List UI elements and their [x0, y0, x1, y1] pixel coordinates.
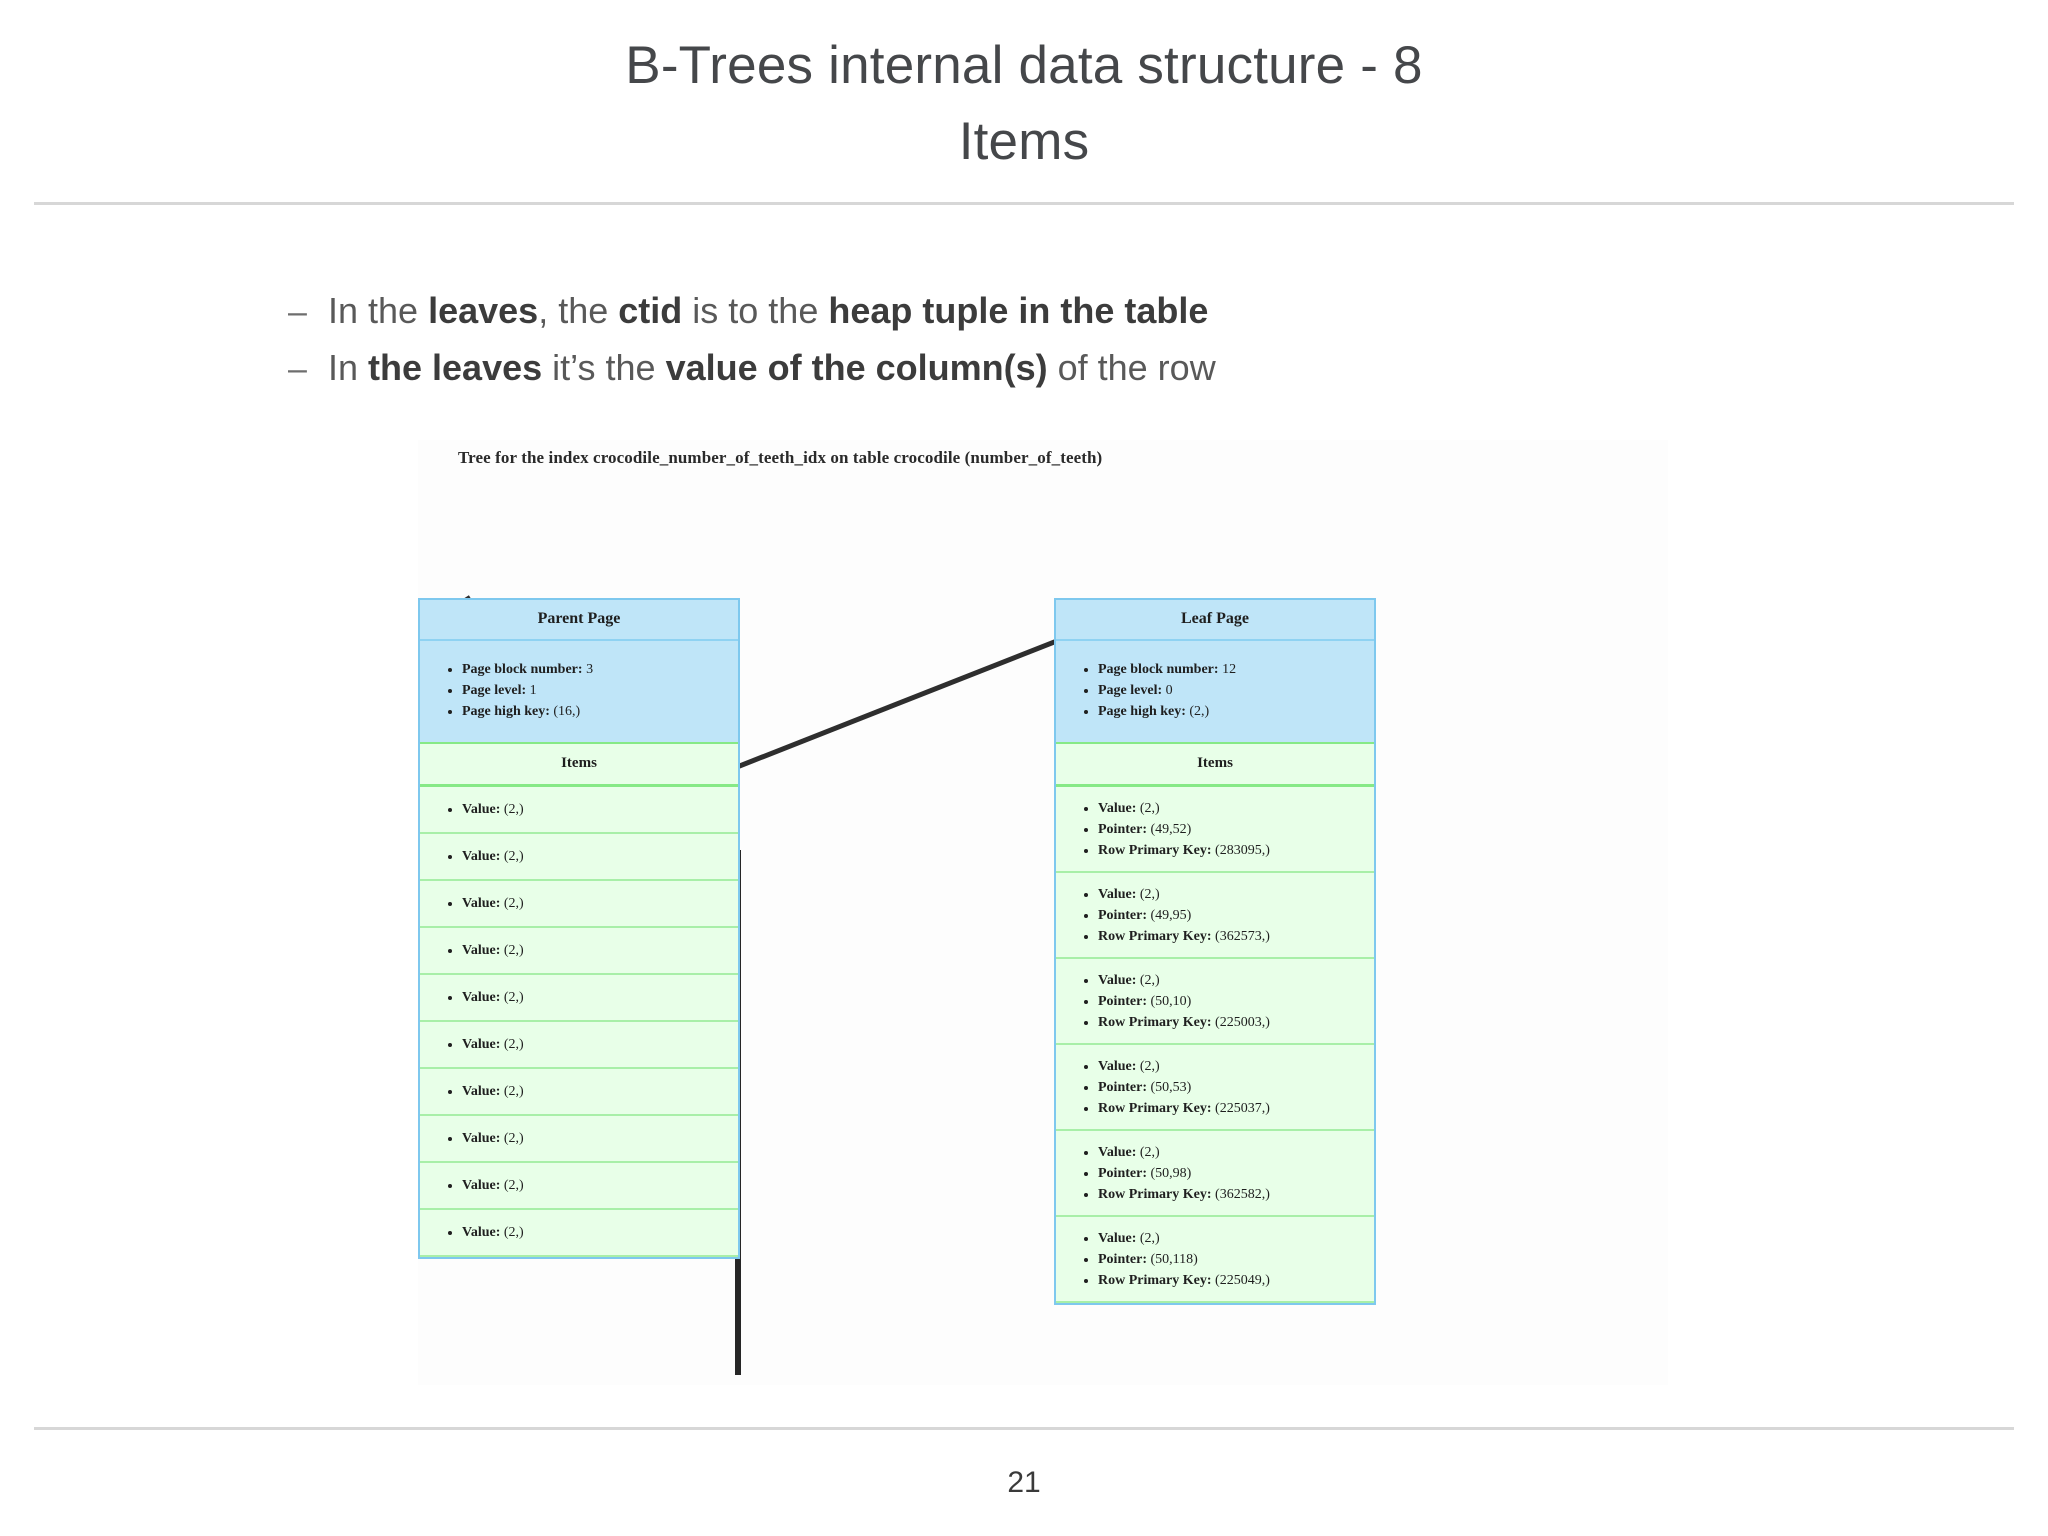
leaf-page-item-fields: Value: (2,)Pointer: (50,53)Row Primary K… — [1056, 1056, 1374, 1119]
leaf-page-item-row: Value: (2,)Pointer: (49,95)Row Primary K… — [1056, 873, 1374, 959]
leaf-items-list: Value: (2,)Pointer: (49,52)Row Primary K… — [1056, 787, 1374, 1303]
parent-page-item-row: Value: (2,) — [420, 1163, 738, 1210]
leaf-items-header: Items — [1056, 742, 1374, 787]
parent-items-header: Items — [420, 742, 738, 787]
leaf-page-item-row: Value: (2,)Pointer: (50,98)Row Primary K… — [1056, 1131, 1374, 1217]
parent-page-item-fields: Value: (2,) — [420, 799, 738, 820]
leaf-page-meta: Page block number: 12Page level: 0Page h… — [1056, 641, 1374, 742]
leaf-page-item-field: Pointer: (50,10) — [1098, 991, 1374, 1012]
parent-page-item-fields: Value: (2,) — [420, 940, 738, 961]
parent-page-item-fields: Value: (2,) — [420, 1081, 738, 1102]
leaf-page-item-row: Value: (2,)Pointer: (49,52)Row Primary K… — [1056, 787, 1374, 873]
parent-page-item-fields: Value: (2,) — [420, 1128, 738, 1149]
parent-page-item-fields: Value: (2,) — [420, 1222, 738, 1243]
leaf-page-item-field: Row Primary Key: (362573,) — [1098, 926, 1374, 947]
parent-page-item-fields: Value: (2,) — [420, 987, 738, 1008]
leaf-page-item-field: Row Primary Key: (362582,) — [1098, 1184, 1374, 1205]
leaf-page-item-field: Value: (2,) — [1098, 1228, 1374, 1249]
leaf-page-item-field: Row Primary Key: (225037,) — [1098, 1098, 1374, 1119]
parent-page-item-field: Value: (2,) — [462, 1128, 738, 1149]
leaf-page-item-fields: Value: (2,)Pointer: (49,95)Row Primary K… — [1056, 884, 1374, 947]
bullet-text: In the leaves, the ctid is to the heap t… — [328, 290, 1209, 331]
leaf-page-item-field: Value: (2,) — [1098, 798, 1374, 819]
parent-page-item-row: Value: (2,) — [420, 975, 738, 1022]
leaf-page-item-fields: Value: (2,)Pointer: (49,52)Row Primary K… — [1056, 798, 1374, 861]
parent-page-meta: Page block number: 3Page level: 1Page hi… — [420, 641, 738, 742]
page-title-line-1: B-Trees internal data structure - 8 — [625, 36, 1423, 95]
leaf-page-item-field: Value: (2,) — [1098, 970, 1374, 991]
leaf-page-title: Leaf Page — [1056, 600, 1374, 641]
leaf-page-item-field: Value: (2,) — [1098, 1142, 1374, 1163]
leaf-page-item-field: Value: (2,) — [1098, 1056, 1374, 1077]
parent-page-item-field: Value: (2,) — [462, 893, 738, 914]
leaf-page-meta-item: Page level: 0 — [1098, 680, 1374, 701]
figure-caption: Tree for the index crocodile_number_of_t… — [458, 448, 1103, 467]
leaf-page-item-field: Row Primary Key: (225049,) — [1098, 1270, 1374, 1291]
parent-page-item-fields: Value: (2,) — [420, 846, 738, 867]
leaf-page-item-field: Pointer: (50,53) — [1098, 1077, 1374, 1098]
parent-page-item-row: Value: (2,) — [420, 1210, 738, 1257]
parent-page-item-field: Value: (2,) — [462, 1222, 738, 1243]
leaf-page-item-field: Row Primary Key: (225003,) — [1098, 1012, 1374, 1033]
parent-page-item-field: Value: (2,) — [462, 987, 738, 1008]
leaf-page-item-row: Value: (2,)Pointer: (50,10)Row Primary K… — [1056, 959, 1374, 1045]
parent-page-item-field: Value: (2,) — [462, 1175, 738, 1196]
page-number: 21 — [1007, 1466, 1041, 1499]
parent-page-meta-list: Page block number: 3Page level: 1Page hi… — [420, 659, 738, 722]
parent-page-item-field: Value: (2,) — [462, 799, 738, 820]
parent-page-item-field: Value: (2,) — [462, 1081, 738, 1102]
parent-page-item-row: Value: (2,) — [420, 1116, 738, 1163]
parent-page-item-row: Value: (2,) — [420, 881, 738, 928]
parent-page-item-row: Value: (2,) — [420, 928, 738, 975]
footer-divider — [34, 1427, 2014, 1430]
leaf-page-item-field: Pointer: (49,95) — [1098, 905, 1374, 926]
leaf-page-item-fields: Value: (2,)Pointer: (50,10)Row Primary K… — [1056, 970, 1374, 1033]
page-title: B-Trees internal data structure - 8 Item… — [0, 28, 2048, 180]
parent-page-item-fields: Value: (2,) — [420, 893, 738, 914]
bullet-item-1: –In the leaves, the ctid is to the heap … — [288, 283, 1788, 340]
bullet-dash-icon: – — [288, 350, 307, 388]
leaf-page-box: Leaf Page Page block number: 12Page leve… — [1054, 598, 1376, 1305]
leaf-page-item-field: Pointer: (50,98) — [1098, 1163, 1374, 1184]
leaf-page-item-field: Row Primary Key: (283095,) — [1098, 840, 1374, 861]
leaf-page-item-field: Pointer: (50,118) — [1098, 1249, 1374, 1270]
parent-page-meta-item: Page level: 1 — [462, 680, 738, 701]
page-title-line-2: Items — [958, 112, 1090, 171]
connector-line-diagonal — [722, 627, 1087, 775]
parent-page-title: Parent Page — [420, 600, 738, 641]
leaf-page-item-field: Pointer: (49,52) — [1098, 819, 1374, 840]
leaf-page-item-field: Value: (2,) — [1098, 884, 1374, 905]
parent-page-item-field: Value: (2,) — [462, 1034, 738, 1055]
parent-page-item-fields: Value: (2,) — [420, 1175, 738, 1196]
parent-page-item-field: Value: (2,) — [462, 940, 738, 961]
figure-canvas: Parent Page Page block number: 3Page lev… — [418, 440, 1668, 1385]
bullet-text: In the leaves it’s the value of the colu… — [328, 347, 1216, 388]
leaf-page-meta-list: Page block number: 12Page level: 0Page h… — [1056, 659, 1374, 722]
leaf-page-meta-item: Page block number: 12 — [1098, 659, 1374, 680]
parent-page-item-row: Value: (2,) — [420, 834, 738, 881]
parent-page-item-field: Value: (2,) — [462, 846, 738, 867]
parent-items-list: Value: (2,) Value: (2,) Value: (2,) Value: … — [420, 787, 738, 1257]
leaf-page-item-fields: Value: (2,)Pointer: (50,118)Row Primary … — [1056, 1228, 1374, 1291]
parent-page-item-row: Value: (2,) — [420, 1022, 738, 1069]
leaf-page-meta-item: Page high key: (2,) — [1098, 701, 1374, 722]
parent-page-item-row: Value: (2,) — [420, 787, 738, 834]
leaf-page-item-fields: Value: (2,)Pointer: (50,98)Row Primary K… — [1056, 1142, 1374, 1205]
parent-page-meta-item: Page block number: 3 — [462, 659, 738, 680]
parent-page-meta-item: Page high key: (16,) — [462, 701, 738, 722]
btree-figure: Tree for the index crocodile_number_of_t… — [418, 440, 1668, 1385]
bullet-list: –In the leaves, the ctid is to the heap … — [288, 283, 1788, 397]
leaf-page-item-row: Value: (2,)Pointer: (50,53)Row Primary K… — [1056, 1045, 1374, 1131]
bullet-item-2: –In the leaves it’s the value of the col… — [288, 340, 1788, 397]
parent-page-item-fields: Value: (2,) — [420, 1034, 738, 1055]
header-divider — [34, 202, 2014, 205]
leaf-page-item-row: Value: (2,)Pointer: (50,118)Row Primary … — [1056, 1217, 1374, 1303]
bullet-dash-icon: – — [288, 293, 307, 331]
parent-page-item-row: Value: (2,) — [420, 1069, 738, 1116]
parent-page-box: Parent Page Page block number: 3Page lev… — [418, 598, 740, 1259]
